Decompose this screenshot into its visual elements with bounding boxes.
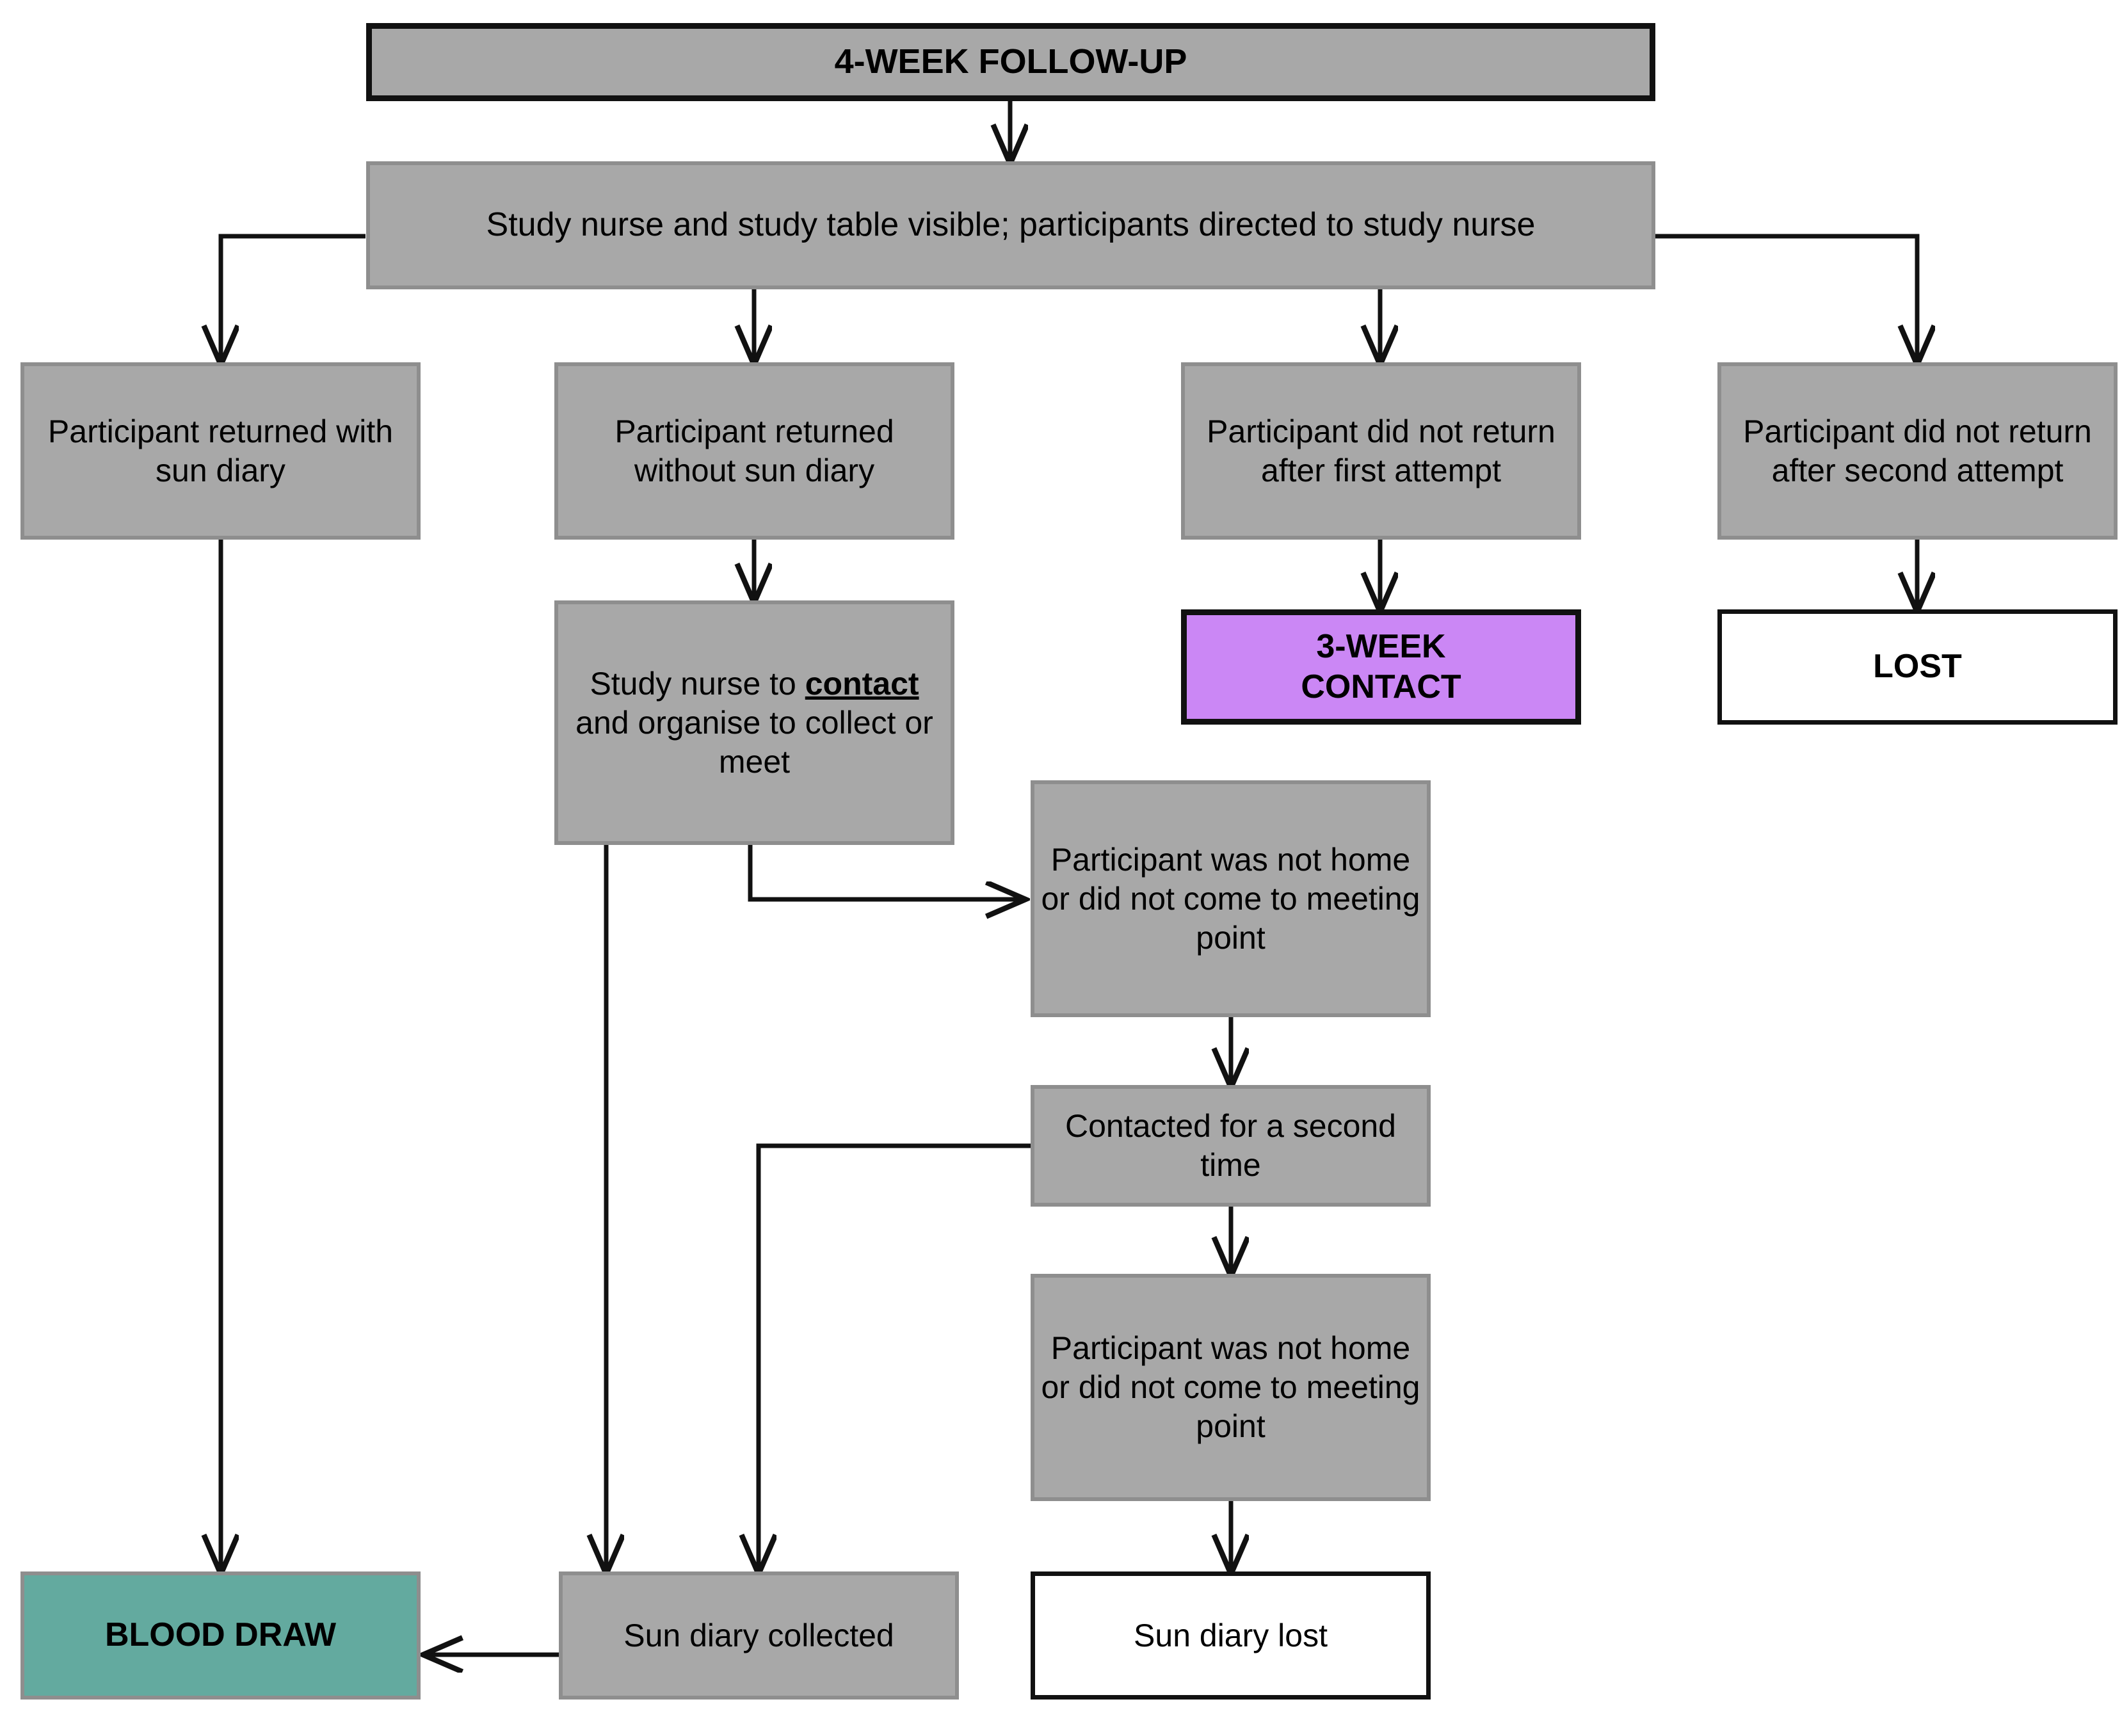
node-label: Participant was not home or did not come… <box>1041 1330 1420 1444</box>
node-nurse-contact-organise[interactable]: Study nurse to contact and organise to c… <box>554 600 954 845</box>
node-label: Sun diary lost <box>1134 1617 1328 1653</box>
node-three-week-contact[interactable]: 3-WEEK CONTACT <box>1181 609 1581 725</box>
node-label: Participant did not return after first a… <box>1207 413 1555 488</box>
node-label: 4-WEEK FOLLOW-UP <box>834 42 1187 81</box>
node-no-return-first-attempt[interactable]: Participant did not return after first a… <box>1181 362 1581 540</box>
node-no-return-second-attempt[interactable]: Participant did not return after second … <box>1717 362 2118 540</box>
node-label: Study nurse to contact and organise to c… <box>558 664 951 782</box>
node-label: Contacted for a second time <box>1065 1108 1396 1183</box>
node-returned-with-diary[interactable]: Participant returned with sun diary <box>20 362 421 540</box>
node-sun-diary-collected[interactable]: Sun diary collected <box>559 1571 959 1700</box>
node-label: Participant did not return after second … <box>1743 413 2092 488</box>
node-label: Participant was not home or did not come… <box>1041 841 1420 956</box>
node-returned-without-diary[interactable]: Participant returned without sun diary <box>554 362 954 540</box>
node-label: Participant returned with sun diary <box>47 413 394 488</box>
node-sun-diary-lost[interactable]: Sun diary lost <box>1031 1571 1431 1700</box>
node-label: LOST <box>1873 648 1962 686</box>
node-not-home-first[interactable]: Participant was not home or did not come… <box>1031 780 1431 1017</box>
node-blood-draw[interactable]: BLOOD DRAW <box>20 1571 421 1700</box>
node-lost[interactable]: LOST <box>1717 609 2118 725</box>
nurse-contact-text-post: and organise to collect or meet <box>575 704 933 780</box>
node-label: BLOOD DRAW <box>104 1616 337 1654</box>
node-label: Participant returned without sun diary <box>615 413 894 488</box>
node-label: Sun diary collected <box>623 1617 894 1653</box>
node-contacted-second-time[interactable]: Contacted for a second time <box>1031 1085 1431 1207</box>
nurse-contact-text-pre: Study nurse to <box>590 665 805 702</box>
node-label: Study nurse and study table visible; par… <box>486 206 1536 244</box>
nurse-contact-emphasis: contact <box>805 665 919 702</box>
node-label: 3-WEEK CONTACT <box>1301 627 1461 705</box>
node-study-nurse-visible[interactable]: Study nurse and study table visible; par… <box>366 161 1655 289</box>
node-not-home-second[interactable]: Participant was not home or did not come… <box>1031 1274 1431 1501</box>
node-four-week-followup[interactable]: 4-WEEK FOLLOW-UP <box>366 23 1655 101</box>
